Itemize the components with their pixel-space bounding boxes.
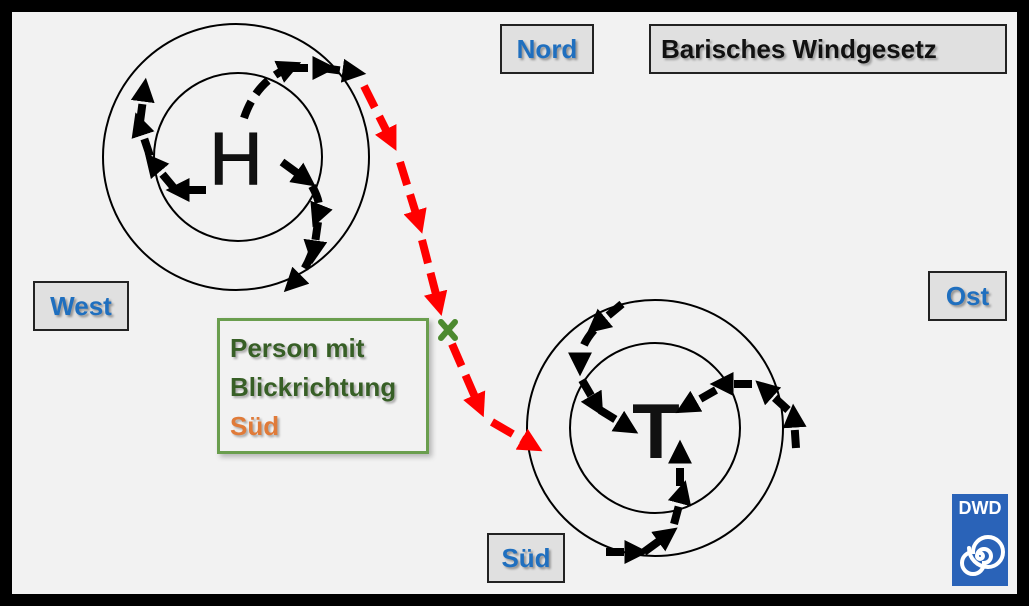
diagram-canvas (10, 10, 1019, 596)
low-wind-arrow-1 (586, 300, 625, 334)
high-wind-arrow-6 (303, 221, 328, 265)
low-wind-arrow-3 (578, 377, 604, 417)
west-label: West (33, 281, 129, 331)
high-wind-arrow-1 (240, 60, 302, 120)
high-outer-isobar (102, 23, 370, 291)
high-wind-arrow-11 (130, 77, 155, 123)
high-wind-arrows (130, 56, 367, 293)
high-label: H (209, 117, 262, 200)
low-wind-arrow-7 (782, 403, 807, 449)
low-label: T (632, 387, 680, 475)
high-wind-arrow-7 (283, 250, 316, 293)
high-wind-arrow-5 (308, 184, 333, 228)
spiral-icon (960, 535, 1005, 576)
person-line-3: Süd (230, 411, 280, 441)
person-line-2: Blickrichtung (230, 372, 397, 402)
low-wind-arrows (568, 300, 807, 564)
low-wind-arrow-6 (675, 386, 718, 414)
low-wind-arrow-4 (597, 406, 639, 434)
dwd-logo: DWD (952, 494, 1008, 586)
east-label: Ost (928, 271, 1007, 321)
person-info-box: Person mit Blickrichtung Süd (217, 318, 429, 454)
red-arrow-1 (360, 84, 397, 151)
high-wind-arrow-10 (131, 112, 155, 158)
high-wind-arrow-4 (279, 158, 316, 187)
person-line-1: Person mit (230, 333, 365, 363)
red-arrow-4 (448, 342, 486, 418)
low-wind-arrow-11 (667, 480, 692, 526)
person-marker (438, 319, 458, 341)
high-wind-arrow-3 (321, 58, 367, 83)
north-label: Nord (500, 24, 594, 74)
low-wind-arrow-10 (641, 527, 678, 556)
red-trajectory-arrows (360, 84, 543, 452)
red-arrow-5 (489, 418, 543, 452)
high-wind-arrow-9 (144, 152, 178, 191)
south-label: Süd (487, 533, 565, 583)
red-arrow-3 (418, 239, 448, 316)
diagram-title: Barisches Windgesetz (649, 24, 1007, 74)
dwd-logo-text: DWD (958, 498, 1002, 518)
low-wind-arrow-2 (568, 327, 598, 377)
low-inner-isobar (569, 342, 741, 514)
red-arrow-2 (396, 160, 427, 234)
low-wind-arrow-8 (755, 380, 791, 413)
